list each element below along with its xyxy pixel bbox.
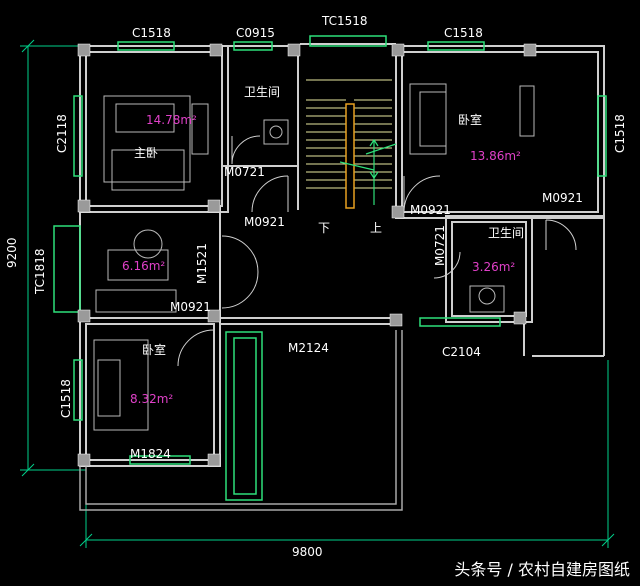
terrace-outline: [79, 330, 403, 511]
window-label-c2104: C2104: [442, 345, 481, 359]
window-label-c0915: C0915: [236, 26, 275, 40]
stair-handrail: [345, 103, 355, 209]
door-swings: [177, 135, 577, 367]
door-label-m0921-c: M0921: [542, 191, 583, 205]
room-label-bathroom-2: 卫生间: [488, 226, 524, 240]
door-label-m0921-b: M0921: [410, 203, 451, 217]
stair-label-up: 上: [370, 221, 382, 235]
window-label-tc1818: TC1818: [33, 248, 47, 295]
window-label-c1518-top-left: C1518: [132, 26, 171, 40]
window-label-c1518-left: C1518: [59, 379, 73, 418]
windows: [53, 35, 607, 501]
room-label-bedroom-ne: 卧室: [458, 112, 482, 127]
door-label-m1521: M1521: [195, 243, 209, 284]
window-label-c1518-right: C1518: [613, 114, 627, 153]
room-label-bathroom-1: 卫生间: [244, 85, 280, 99]
stair-label-down: 下: [318, 221, 330, 235]
window-label-c2118: C2118: [55, 114, 69, 153]
dimension-horizontal: 9800: [292, 545, 323, 559]
room-area-bathroom-2: 3.26m²: [472, 260, 515, 274]
dimension-vertical: 9200: [5, 237, 19, 268]
staircase: [306, 79, 392, 189]
door-label-m2124: M2124: [288, 341, 329, 355]
door-label-m1824: M1824: [130, 447, 171, 461]
furniture: [93, 83, 535, 431]
room-label-bedroom-sw: 卧室: [142, 342, 166, 357]
columns: [77, 43, 537, 467]
window-label-tc1518-top: TC1518: [321, 14, 368, 28]
door-label-m0721-a: M0721: [224, 165, 265, 179]
walls: [79, 43, 605, 467]
window-label-c1518-top-right: C1518: [444, 26, 483, 40]
room-area-bedroom-ne: 13.86m²: [470, 149, 521, 163]
door-label-m0921-d: M0921: [170, 300, 211, 314]
room-label-master-bedroom: 主卧: [134, 146, 158, 160]
stair-arrows: [339, 138, 397, 205]
plan-labels: C1518 C0915 TC1518 C1518 C2118 C1518 TC1…: [5, 14, 627, 559]
room-area-master-bedroom: 14.78m²: [146, 113, 197, 127]
room-area-bedroom-sw: 8.32m²: [130, 392, 173, 406]
room-area-dressing: 6.16m²: [122, 259, 165, 273]
watermark: 头条号 / 农村自建房图纸: [454, 560, 630, 579]
door-label-m0721-b: M0721: [433, 225, 447, 266]
door-label-m0921-a: M0921: [244, 215, 285, 229]
